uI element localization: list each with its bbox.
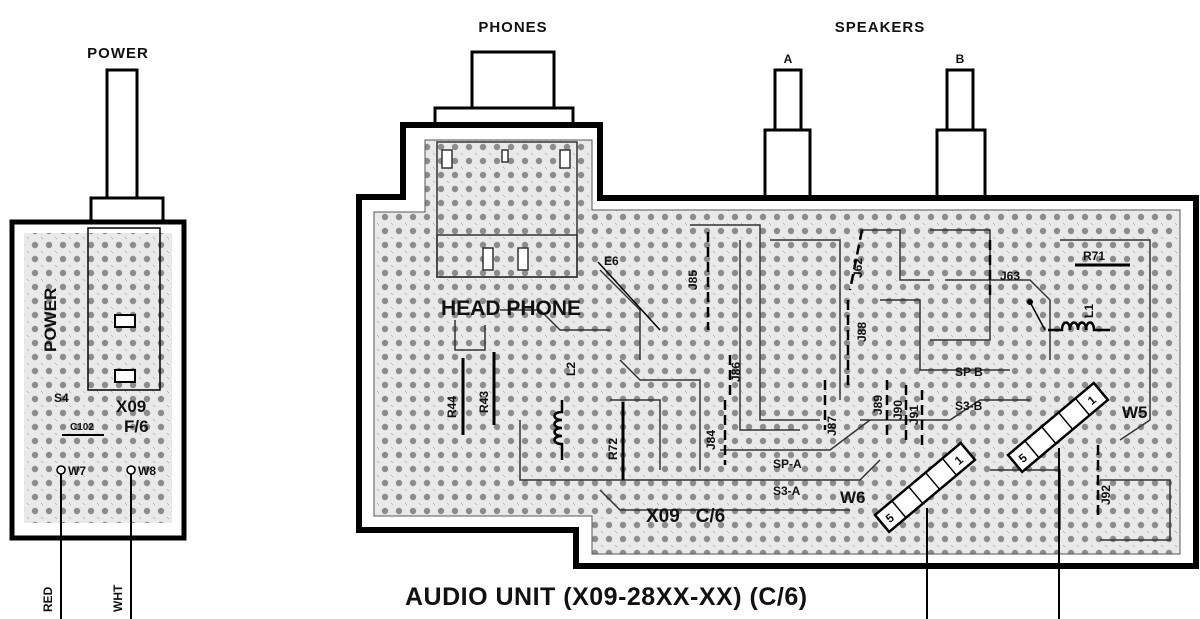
label-w8: W8 (138, 464, 156, 478)
speaker-b-post (945, 68, 975, 134)
connector-w5: 5 1 (1006, 381, 1110, 474)
switch-label: POWER (41, 288, 60, 352)
power-switch-board: POWER POWER S4 X09 F/6 C102 W7 W8 RED WH… (9, 45, 187, 619)
label-r44: R44 (445, 396, 459, 418)
connector-w6: 5 1 (873, 441, 977, 534)
label-s3-a: S3-A (773, 484, 801, 498)
label-j91: J91 (907, 405, 921, 425)
wire-wht-label: WHT (111, 584, 125, 612)
label-r71: R71 (1083, 249, 1105, 263)
power-title: POWER (87, 45, 149, 62)
label-sp-a: SP-A (773, 457, 802, 471)
speaker-a-body (763, 128, 812, 200)
phones-title: PHONES (478, 19, 547, 36)
lead-j63 (1029, 301, 1046, 331)
unit-code: X09 (116, 397, 146, 416)
label-j84: J84 (704, 430, 718, 450)
label-s3-b: S3-B (955, 399, 983, 413)
pad-w8 (126, 465, 136, 475)
label-l2: L2 (564, 362, 578, 376)
label-j89: J89 (871, 395, 885, 415)
audio-board-pattern (373, 139, 1181, 555)
label-j62: J62 (851, 258, 865, 278)
ref-s4: S4 (54, 391, 69, 405)
wire-red-label: RED (41, 586, 55, 612)
lead-e6 (597, 261, 661, 331)
label-e6: E6 (604, 254, 619, 268)
label-j88: J88 (855, 322, 869, 342)
speaker-a-label: A (784, 52, 793, 66)
coil-l1 (1048, 321, 1110, 332)
speakers-title: SPEAKERS (835, 19, 926, 36)
label-l1: L1 (1082, 304, 1096, 318)
label-w5: W5 (1122, 403, 1148, 422)
board-code: X09 C/6 (646, 506, 725, 527)
switch-body (87, 227, 161, 391)
jumpers (706, 229, 1100, 520)
audio-board: PHONES SPEAKERS A B (356, 19, 1199, 619)
cap-label: C102 (70, 422, 94, 433)
label-j87: J87 (825, 416, 839, 436)
speaker-a-post (773, 68, 803, 134)
power-knob (105, 68, 139, 200)
speaker-b-label: B (956, 52, 965, 66)
unit-caption: AUDIO UNIT (X09-28XX-XX) (C/6) (405, 583, 808, 611)
label-j85: J85 (686, 270, 700, 290)
label-j63: J63 (1000, 269, 1020, 283)
switch-pad-1 (114, 314, 136, 328)
phones-jack-top (470, 50, 556, 112)
label-r72: R72 (606, 438, 620, 460)
label-r43: R43 (477, 391, 491, 413)
unit-sub: F/6 (124, 417, 149, 436)
label-w7: W7 (68, 464, 86, 478)
pad-w7 (56, 465, 66, 475)
speaker-b-body (935, 128, 987, 200)
label-j86: J86 (729, 362, 743, 382)
label-sp-b: SP B (955, 365, 983, 379)
coil-l2 (553, 400, 564, 460)
label-j92: J92 (1099, 485, 1113, 505)
switch-pad-2 (114, 369, 136, 383)
label-j90: J90 (891, 400, 905, 420)
power-board-pattern (24, 233, 172, 523)
headphone-label: HEAD PHONE (441, 297, 581, 320)
label-w6: W6 (840, 488, 866, 507)
node-j63 (1027, 299, 1033, 305)
